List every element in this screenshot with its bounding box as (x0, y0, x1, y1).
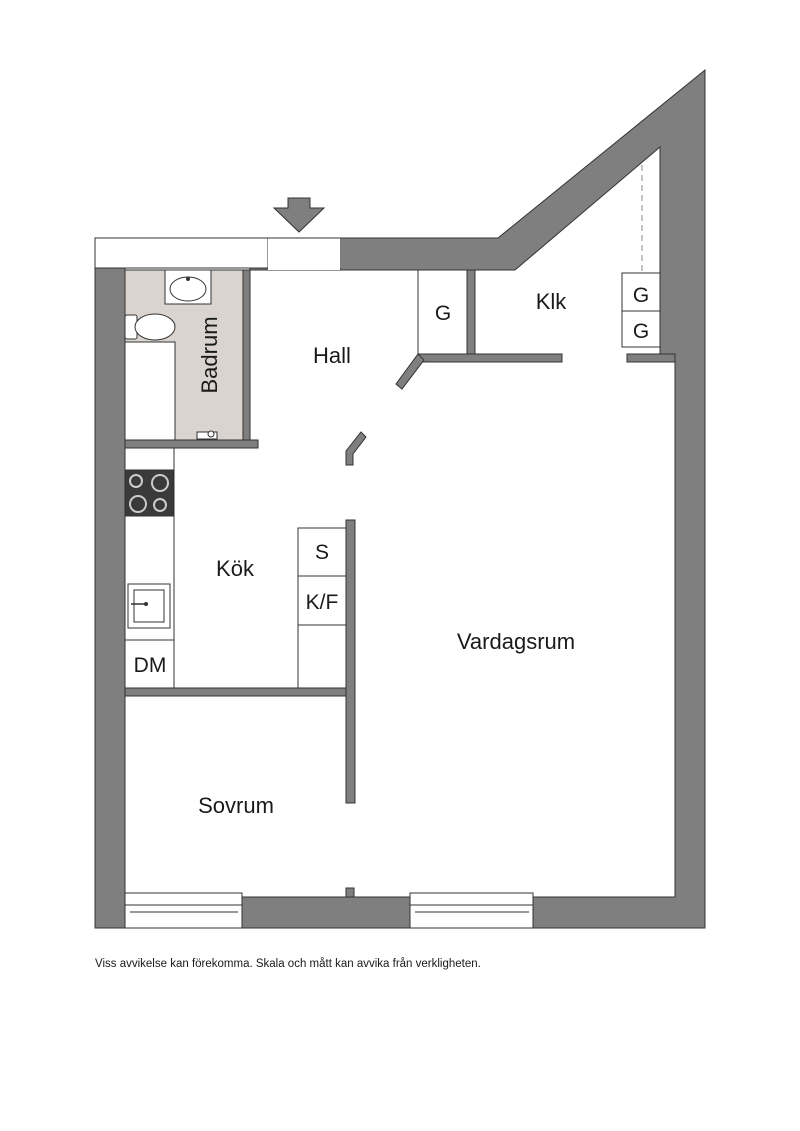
entrance-arrow-icon (272, 197, 326, 233)
klk-wall-bottom (417, 353, 563, 363)
window-vardagsrum (409, 892, 534, 929)
door-stub-upper (395, 353, 425, 390)
room-label-kok: Kök (216, 556, 255, 581)
disclaimer-text: Viss avvikelse kan förekomma. Skala och … (95, 958, 481, 970)
fridge-freezer-label: K/F (306, 591, 339, 614)
sink-icon (127, 583, 171, 629)
partition-wall (345, 519, 356, 804)
klk-wardrobes: G G (621, 272, 661, 348)
door-stub-lower (345, 431, 367, 466)
klk-wall-left (466, 269, 476, 363)
bathroom-wall-right (242, 269, 251, 449)
klk-door-stub (626, 353, 676, 363)
dishwasher-label: DM (134, 654, 167, 677)
outer-walls (94, 68, 706, 929)
hall-wardrobe-label: G (435, 302, 451, 325)
klk-wardrobe-top-label: G (633, 284, 649, 307)
wall-stub-bottom (345, 887, 355, 898)
room-label-badrum: Badrum (197, 316, 222, 393)
room-label-vardagsrum: Vardagsrum (457, 629, 575, 654)
window-sovrum (124, 892, 243, 929)
klk-wardrobe-bottom-label: G (633, 320, 649, 343)
storage-column: S K/F (297, 527, 347, 689)
room-label-klk: Klk (536, 289, 568, 314)
room-label-sovrum: Sovrum (198, 793, 274, 818)
floor-drain-icon (196, 430, 218, 440)
stove-icon-top (124, 469, 174, 517)
washbasin-icon (164, 269, 212, 305)
hall-wardrobe: G (417, 269, 468, 355)
bathroom-wall-bottom (124, 439, 259, 449)
kitchen-bedroom-wall (124, 687, 347, 697)
toilet-icon (124, 313, 176, 341)
entrance-opening (268, 238, 340, 270)
dishwasher-box: DM (125, 639, 174, 677)
storage-s-label: S (315, 541, 329, 564)
room-label-hall: Hall (313, 343, 351, 368)
